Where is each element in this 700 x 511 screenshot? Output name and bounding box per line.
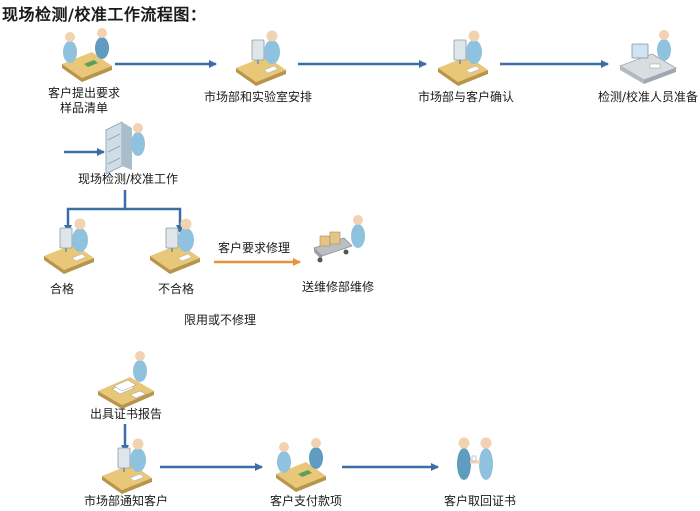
step-staff-prepare: 检测/校准人员准备 [597,90,698,104]
edge-label-repair-request: 客户要求修理 [218,241,291,255]
step-collect-cert: 客户取回证书 [443,494,517,508]
step-customer-request-line2: 样品清单 [59,101,109,115]
cabinet-worker-icon [105,121,146,175]
step-customer-request-line1: 客户提出要求 [47,86,121,100]
two-people-desk-icon [62,28,112,82]
desk-worker-icon [101,438,153,495]
edge-label-limited-use: 限用或不修理 [183,313,257,327]
step-customer-request: 客户提出要求 样品清单 [48,86,120,116]
workstation-icon [619,29,677,85]
step-repair: 送维修部维修 [301,280,375,294]
cart-worker-icon [313,214,366,263]
step-pass: 合格 [49,282,75,296]
desk-worker-icon [437,30,489,87]
handshake-icon [455,436,495,482]
branch-onsite-to-results [64,190,127,233]
step-fail: 不合格 [157,282,195,296]
step-issue-report: 出具证书报告 [89,407,163,421]
connectors [64,60,609,471]
papers-desk-icon [97,350,155,410]
step-market-arrange: 市场部和实验室安排 [203,90,313,104]
desk-worker-icon [149,218,201,275]
two-people-desk-icon [276,438,326,492]
step-onsite-work: 现场检测/校准工作 [77,172,179,186]
desk-worker-icon [235,30,287,87]
branch-onsite-to-fail [125,207,184,233]
step-market-confirm: 市场部与客户确认 [417,90,515,104]
diagram-title: 现场检测/校准工作流程图： [2,5,207,24]
nodes [43,28,677,495]
step-payment: 客户支付款项 [269,494,343,508]
step-notify-customer: 市场部通知客户 [83,494,169,508]
